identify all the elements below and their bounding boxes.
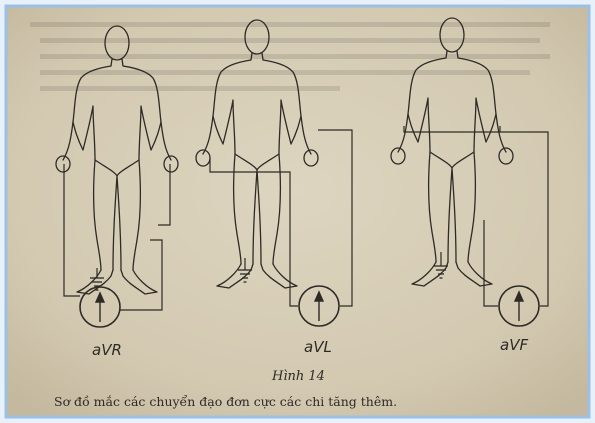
- lead-label-avl: aVL: [304, 338, 332, 356]
- lead-label-avr: aVR: [92, 341, 122, 359]
- figure-title: Hình 14: [271, 369, 325, 384]
- figure-caption: Sơ đồ mắc các chuyển đạo đơn cực các chi…: [54, 394, 397, 409]
- lead-label-avf: aVF: [500, 336, 528, 354]
